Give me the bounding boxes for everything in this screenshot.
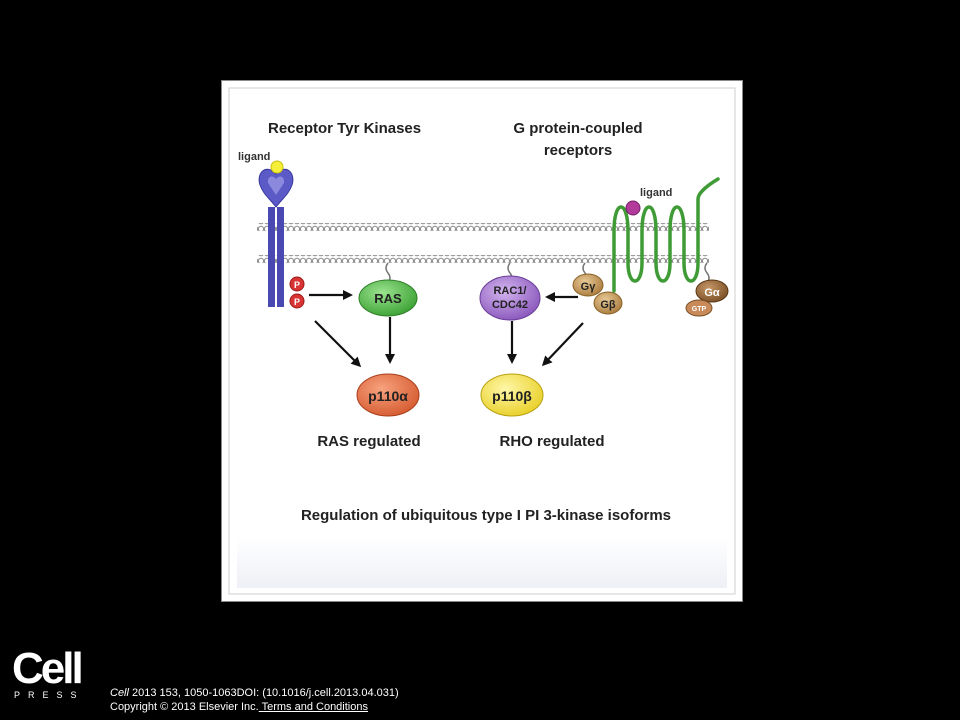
ras-label: RAS [374, 291, 402, 306]
gtp-label: GTP [692, 306, 707, 313]
arrow-rtk-to-p110a [314, 320, 362, 368]
phospho-1 [289, 276, 305, 292]
gpcr-ligand [625, 200, 641, 216]
gpcr-title-line1: G protein-coupled [513, 120, 642, 137]
citation-details: 2013 153, 1050-1063DOI: (10.1016/j.cell.… [128, 687, 399, 699]
rho-regulated-label: RHO regulated [499, 433, 604, 450]
phospho-2 [289, 293, 305, 309]
p110-alpha-node: p110α [356, 373, 420, 417]
arrow-gbg-to-p110b [541, 322, 584, 367]
g-beta-gamma: Gγ Gβ [572, 273, 623, 315]
ras-regulated-label: RAS regulated [317, 433, 420, 450]
arrows [309, 290, 584, 368]
g-alpha-node [695, 279, 729, 303]
rtk-title: Receptor Tyr Kinases [268, 120, 421, 137]
terms-link[interactable]: Terms and Conditions [258, 701, 368, 713]
p110-alpha-label: p110α [368, 388, 408, 404]
p110-beta-label: p110β [492, 388, 532, 404]
ras-node: RAS [358, 279, 418, 317]
g-alpha-label: Gα [704, 287, 720, 299]
journal-name: Cell [110, 687, 129, 699]
gpcr-receptor: ligand [612, 177, 720, 293]
citation-block: Cell 2013 153, 1050-1063DOI: (10.1016/j.… [110, 686, 399, 714]
rtk-ligand [270, 160, 284, 174]
ligand-label-left: ligand [238, 151, 270, 163]
figure-panel: Receptor Tyr Kinases G protein-coupled r… [221, 80, 743, 602]
svg-text:P: P [294, 297, 300, 307]
figure-caption: Regulation of ubiquitous type I PI 3-kin… [301, 507, 671, 524]
pi3k-diagram: Receptor Tyr Kinases G protein-coupled r… [228, 87, 736, 595]
rac1-cdc42-node: RAC1/ CDC42 [479, 275, 541, 321]
rac1-label: RAC1/ [493, 285, 526, 297]
logo-word: Cell [12, 644, 84, 693]
copyright-line: Copyright © 2013 Elsevier Inc. Terms and… [110, 700, 399, 714]
citation-line: Cell 2013 153, 1050-1063DOI: (10.1016/j.… [110, 686, 399, 700]
g-beta-node [593, 291, 623, 315]
receptor-tyr-kinase: ligand P P [238, 151, 305, 309]
g-alpha-gtp: Gα GTP [685, 279, 729, 317]
g-gamma-node [572, 273, 604, 297]
membrane-outer-leaflet [257, 223, 709, 231]
cdc42-label: CDC42 [492, 299, 528, 311]
cell-press-logo: Cell PRESS [12, 644, 85, 708]
gtp-node [685, 299, 713, 317]
inner-frame [228, 87, 736, 595]
membrane-inner-leaflet [257, 255, 709, 263]
logo-subtitle: PRESS [14, 690, 85, 700]
svg-text:P: P [294, 280, 300, 290]
bottom-shade [237, 536, 727, 588]
gpcr-title-line2: receptors [544, 142, 612, 159]
copyright-text: Copyright © 2013 Elsevier Inc. [110, 701, 259, 713]
g-gamma-label: Gγ [581, 281, 597, 293]
g-beta-label: Gβ [600, 299, 616, 311]
p110-beta-node: p110β [480, 373, 544, 417]
ligand-label-right: ligand [640, 187, 672, 199]
